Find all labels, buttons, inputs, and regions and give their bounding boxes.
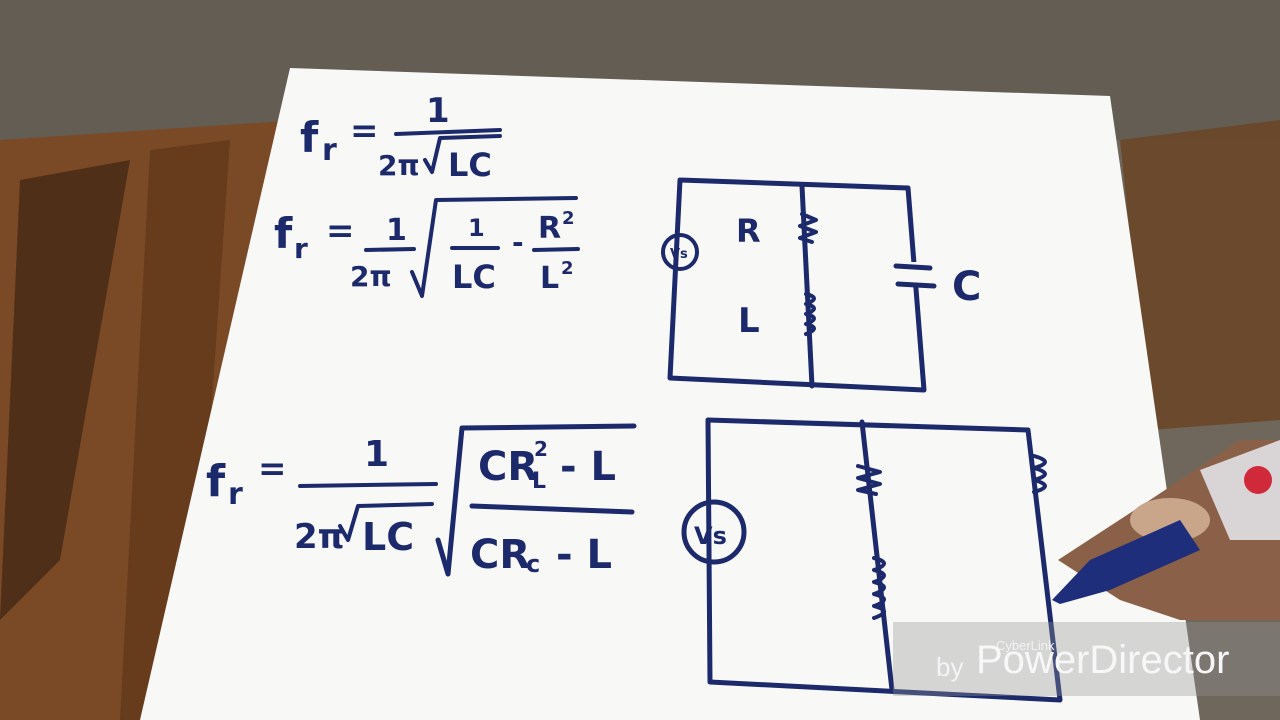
watermark-powerdirector: PowerDirector: [976, 638, 1230, 682]
circuit1-r-label: R: [736, 212, 761, 250]
watermark-cyberlink: CyberLink: [996, 638, 1055, 653]
circuit1-capacitor-plate-bottom: [895, 281, 937, 289]
watermark-overlay: [893, 622, 1280, 696]
formula3-den-cr: CR: [470, 532, 530, 578]
formula3-num-cr: CR: [478, 444, 538, 490]
table-slat-shadow: [0, 160, 130, 620]
formula3-num-sup: 2: [534, 437, 548, 461]
circuit1-l-label: L: [738, 301, 760, 341]
circuit2-source: [681, 499, 747, 565]
formula2-den-2pi: 2π: [350, 260, 392, 293]
formula3-fraction-bar: [298, 482, 438, 488]
circuit1-capacitor-plate-top: [893, 263, 933, 271]
circuit1-resistor: [798, 212, 818, 244]
formula2-term2-bar: [532, 247, 580, 252]
circuit2-inductor-left: [872, 556, 886, 620]
formula3-numerator: 1: [364, 434, 389, 475]
formula2-equals: =: [326, 211, 355, 251]
marker-logo: [1244, 466, 1272, 494]
hand-with-marker: [1052, 440, 1280, 620]
watermark-by: by: [936, 652, 964, 682]
formula2-term2-num: R: [538, 211, 561, 246]
circuit2-inductor-right: [1032, 454, 1047, 494]
formula2-term2-den: L: [540, 261, 559, 296]
formula2-term2-den-sup: 2: [561, 258, 574, 279]
formula2-term1-den: LC: [452, 258, 496, 296]
formula1-den-lc: LC: [448, 146, 492, 184]
formula3-num-sub: L: [532, 469, 546, 494]
formula-parallel-resonance: f r = 1 2π 1 LC - R 2 L 2: [274, 196, 580, 298]
thumb: [1130, 498, 1210, 542]
formula1-sqrt: [423, 134, 502, 174]
formula1-numerator: 1: [426, 91, 450, 131]
paper-sheet: [140, 68, 1200, 720]
table-slat: [120, 140, 230, 720]
formula3-den-minus-l: - L: [556, 532, 612, 578]
formula2-f: f: [274, 209, 293, 258]
circuit-parallel-two-branches: Vs: [681, 417, 1063, 703]
marker-body: [1200, 440, 1280, 540]
formula3-inner-sqrt: [338, 502, 434, 542]
formula1-f: f: [300, 113, 319, 162]
formula3-num-minus-l: - L: [560, 444, 616, 490]
formula2-sub: r: [294, 232, 308, 265]
formula1-fraction-bar: [394, 128, 502, 136]
formula3-den-lc: LC: [362, 515, 414, 559]
circuit1-inductor: [804, 292, 816, 336]
circuit-parallel-rlc: Vs R L C: [661, 177, 981, 393]
circuit2-loop: [705, 417, 1063, 703]
formula3-den-2pi: 2π: [294, 517, 345, 557]
formula2-fraction-bar: [364, 247, 416, 252]
formula2-term1-num: 1: [468, 214, 485, 242]
formula1-den-2pi: 2π: [378, 149, 420, 182]
circuit1-loop: [667, 177, 927, 393]
formula2-minus: -: [512, 226, 524, 259]
formula3-f: f: [206, 456, 226, 507]
marker-pen: [1052, 520, 1200, 604]
formula2-term2-num-sup: 2: [562, 208, 575, 229]
circuit2-source-label: Vs: [694, 522, 727, 550]
circuit1-source: [661, 233, 699, 271]
formula3-equals: =: [258, 449, 287, 489]
formula-series-resonance: f r = 1 2π LC: [300, 91, 502, 184]
formula1-equals: =: [350, 111, 379, 151]
circuit2-resistor: [856, 464, 882, 496]
formula3-den-sub: c: [526, 550, 540, 578]
formula3-sub: r: [228, 477, 243, 512]
circuit1-c-label: C: [952, 264, 981, 310]
formula-parallel-resonance-two-branches: f r = 1 2π LC CR L 2 - L CR c - L: [206, 423, 637, 578]
circuit1-source-label: Vs: [670, 247, 688, 262]
formula3-radical-bar: [469, 503, 635, 515]
formula2-sqrt: [410, 196, 578, 298]
formula2-numerator: 1: [386, 213, 407, 248]
formula1-sub: r: [322, 133, 337, 168]
circuit1-middle-branch: [799, 183, 815, 389]
formula3-outer-sqrt: [435, 423, 637, 577]
wooden-table-right: [1120, 120, 1280, 430]
